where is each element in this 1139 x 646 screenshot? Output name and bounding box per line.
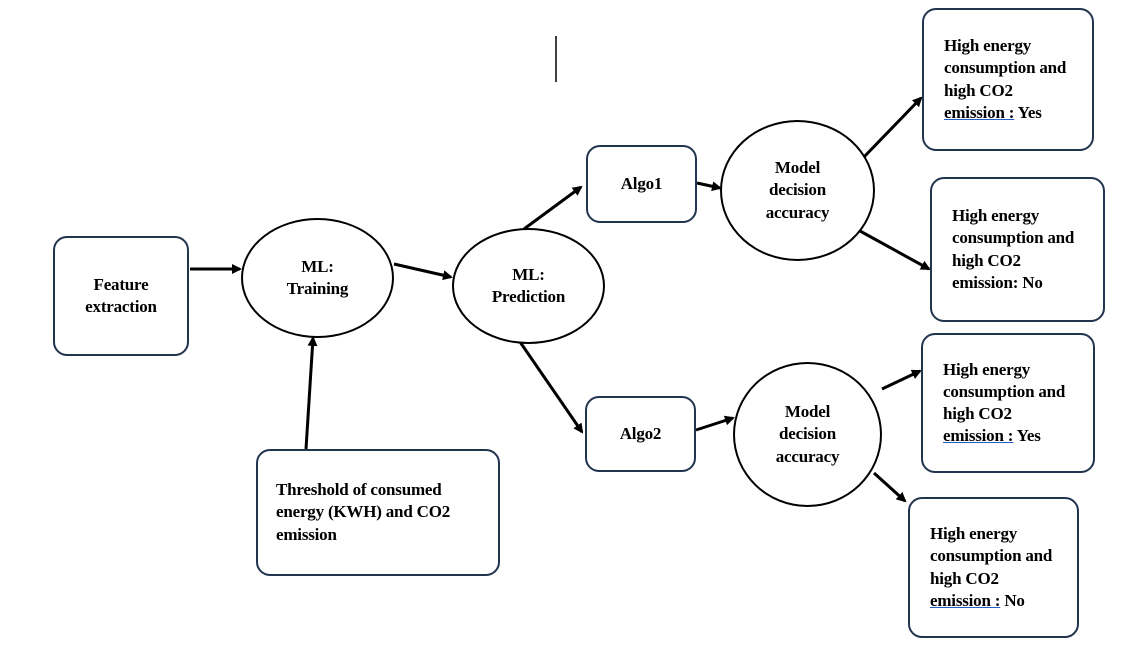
ml-training-node: ML: Training <box>241 218 394 338</box>
arrow-model2-to-out3 <box>881 369 922 391</box>
arrow-prediction-to-algo1 <box>523 185 583 231</box>
output-4-value: No <box>1000 590 1025 610</box>
output-2-label: High energy consumption and high CO2 emi… <box>952 206 1075 292</box>
algo2-box: Algo2 <box>585 396 696 472</box>
output-4-text: High energy consumption and high CO2 <box>930 524 1053 588</box>
algo1-box: Algo1 <box>586 145 697 223</box>
feature-extraction-label: Feature extraction <box>85 274 157 316</box>
feature-extraction-box: Feature extraction <box>53 236 189 356</box>
model-decision-accuracy-1-label: Model decision accuracy <box>765 158 830 222</box>
output-4-label: High energy consumption and high CO2 emi… <box>930 523 1052 611</box>
output-1-underlined: emission : <box>944 102 1015 122</box>
output-box-1: High energy consumption and high CO2 emi… <box>922 8 1094 151</box>
arrow-algo1-to-model1 <box>696 181 722 192</box>
output-box-4: High energy consumption and high CO2 emi… <box>908 497 1079 638</box>
arrow-model1-to-out1 <box>860 96 923 161</box>
model-decision-accuracy-2-label: Model decision accuracy <box>775 402 840 466</box>
algo2-label: Algo2 <box>619 423 662 443</box>
output-3-text: High energy consumption and high CO2 <box>943 359 1066 423</box>
output-3-label: High energy consumption and high CO2 emi… <box>943 359 1065 447</box>
output-3-value: Yes <box>1013 426 1041 446</box>
model-decision-accuracy-2: Model decision accuracy <box>733 362 882 507</box>
arrow-algo2-to-model2 <box>695 415 735 432</box>
output-1-label: High energy consumption and high CO2 emi… <box>944 35 1066 123</box>
output-4-underlined: emission : <box>930 590 1001 610</box>
output-box-2: High energy consumption and high CO2 emi… <box>930 177 1105 322</box>
output-3-underlined: emission : <box>943 426 1014 446</box>
ml-prediction-node: ML: Prediction <box>452 228 605 344</box>
arrow-prediction-to-algo2 <box>516 338 584 434</box>
output-1-value: Yes <box>1014 102 1042 122</box>
threshold-box: Threshold of consumed energy (KWH) and C… <box>256 449 500 576</box>
output-box-3: High energy consumption and high CO2 emi… <box>921 333 1095 473</box>
ml-prediction-label: ML: Prediction <box>491 264 566 306</box>
threshold-label: Threshold of consumed energy (KWH) and C… <box>276 480 451 544</box>
algo1-label: Algo1 <box>620 173 663 193</box>
ml-training-label: ML: Training <box>286 256 349 298</box>
output-1-text: High energy consumption and high CO2 <box>944 36 1067 100</box>
arrow-model1-to-out2 <box>859 229 931 271</box>
arrow-training-to-prediction <box>393 262 453 281</box>
arrow-threshold-to-training <box>304 336 318 450</box>
arrow-model2-to-out4 <box>872 471 907 503</box>
model-decision-accuracy-1: Model decision accuracy <box>720 120 875 261</box>
